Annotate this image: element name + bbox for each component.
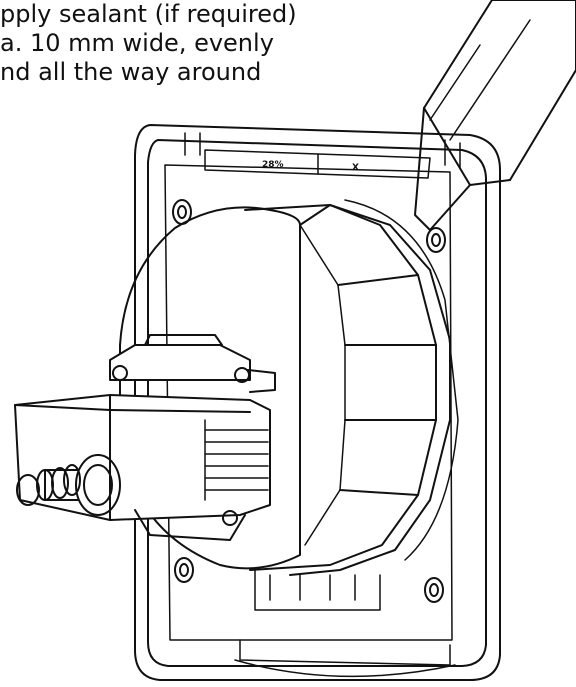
frame-labels: 28% X bbox=[262, 160, 359, 173]
front-cap bbox=[119, 206, 301, 570]
hose-connector bbox=[16, 454, 121, 516]
connector-block bbox=[14, 334, 276, 541]
sealant-cartridge bbox=[414, 0, 576, 231]
instruction-text: pply sealant (if required) a. 10 mm wide… bbox=[0, 0, 420, 87]
housing bbox=[244, 199, 459, 576]
bottom-details bbox=[234, 569, 456, 678]
frame-label-right: X bbox=[352, 163, 359, 173]
instruction-line-3: nd all the way around bbox=[0, 58, 262, 86]
frame-label-left: 28% bbox=[262, 160, 284, 170]
screw-holes bbox=[172, 199, 446, 603]
instruction-line-1: pply sealant (if required) bbox=[0, 0, 297, 28]
instruction-line-2: a. 10 mm wide, evenly bbox=[0, 29, 274, 57]
